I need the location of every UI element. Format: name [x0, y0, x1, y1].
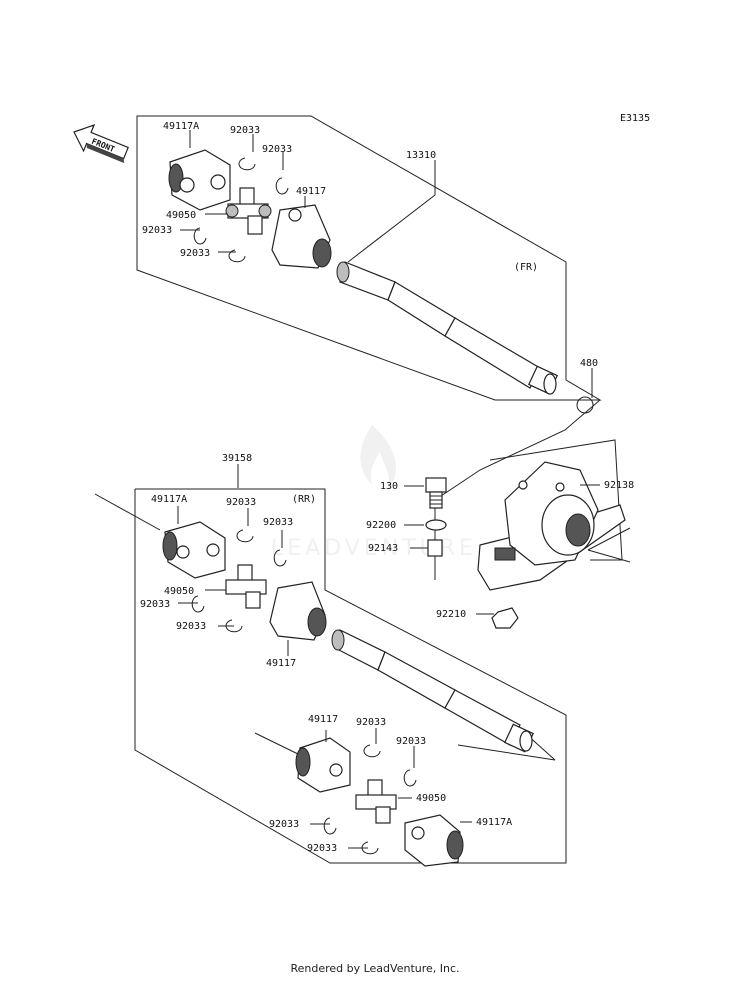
label-collar: 92143 [368, 543, 398, 554]
circlip-icon [275, 177, 289, 195]
rear-spider-49050-top [225, 564, 267, 609]
label-rear-circlip-8: 92033 [307, 843, 337, 854]
front-yoke-49117 [271, 204, 332, 269]
front-arrow-icon: FRONT [73, 124, 129, 163]
label-nut: 92210 [436, 609, 466, 620]
label-rear-circlip-5: 92033 [356, 717, 386, 728]
rear-spider-49050-bottom [355, 779, 397, 824]
circlip-icon [238, 157, 256, 171]
circlip-icon [225, 619, 243, 633]
label-front-yoke-a: 49117A [163, 121, 199, 132]
circlip-icon [361, 841, 379, 855]
label-front-position: (FR) [514, 262, 538, 273]
label-rear-yoke-a-top: 49117A [151, 494, 187, 505]
label-washer: 92200 [366, 520, 396, 531]
bearing-group: 130 92200 92143 92138 92210 [366, 399, 634, 629]
front-drive-shaft [336, 261, 558, 395]
label-rear-circlip-2: 92033 [263, 517, 293, 528]
label-front-circlip-2: 92033 [262, 144, 292, 155]
label-rear-circlip-7: 92033 [269, 819, 299, 830]
label-rear-circlip-4: 92033 [176, 621, 206, 632]
collar-92143 [427, 539, 443, 557]
rear-yoke-49117-bottom [295, 737, 351, 793]
label-rear-circlip-6: 92033 [396, 736, 426, 747]
rear-yoke-49117a-top [162, 521, 226, 579]
circlip-icon [273, 549, 287, 567]
circlip-icon [191, 595, 205, 613]
washer-92200 [425, 519, 447, 531]
label-front-circlip-3: 92033 [142, 225, 172, 236]
front-spider-49050 [225, 187, 272, 235]
rear-yoke-49117a-bottom [404, 814, 464, 867]
rear-yoke-49117-top [269, 581, 327, 641]
label-rear-circlip-1: 92033 [226, 497, 256, 508]
label-housing: 92138 [604, 480, 634, 491]
footer-credit: Rendered by LeadVenture, Inc. [290, 962, 460, 975]
label-front-circlip-1: 92033 [230, 125, 260, 136]
bearing-housing-92138 [477, 461, 626, 591]
nut-92210 [491, 607, 519, 629]
label-rear-yoke-top: 49117 [266, 658, 296, 669]
label-bolt: 130 [380, 481, 398, 492]
label-rear-circlip-3: 92033 [140, 599, 170, 610]
circlip-icon [403, 769, 417, 787]
bolt-130 [425, 477, 447, 509]
label-snap-ring: 480 [580, 358, 598, 369]
label-rear-spider-top: 49050 [164, 586, 194, 597]
circlip-icon [193, 227, 207, 245]
rear-shaft-group: 39158 49117A 92033 (RR) 92033 49050 9203… [94, 453, 567, 867]
label-rear-position: (RR) [292, 494, 316, 505]
label-front-assembly: 13310 [406, 150, 436, 161]
circlip-icon [236, 529, 254, 543]
label-rear-assembly: 39158 [222, 453, 252, 464]
diagram-code: E3135 [620, 113, 650, 124]
label-rear-yoke-bottom: 49117 [308, 714, 338, 725]
rear-drive-shaft [331, 629, 534, 753]
front-yoke-49117a [168, 149, 231, 211]
label-rear-yoke-a-bottom: 49117A [476, 817, 512, 828]
label-front-spider: 49050 [166, 210, 196, 221]
circlip-icon [323, 817, 337, 835]
front-shaft-group: 49117A 92033 92033 13310 49117 49050 920… [136, 115, 602, 414]
circlip-icon [363, 744, 381, 758]
label-front-circlip-4: 92033 [180, 248, 210, 259]
label-rear-spider-bottom: 49050 [416, 793, 446, 804]
snap-ring-icon [576, 396, 594, 414]
label-front-yoke: 49117 [296, 186, 326, 197]
